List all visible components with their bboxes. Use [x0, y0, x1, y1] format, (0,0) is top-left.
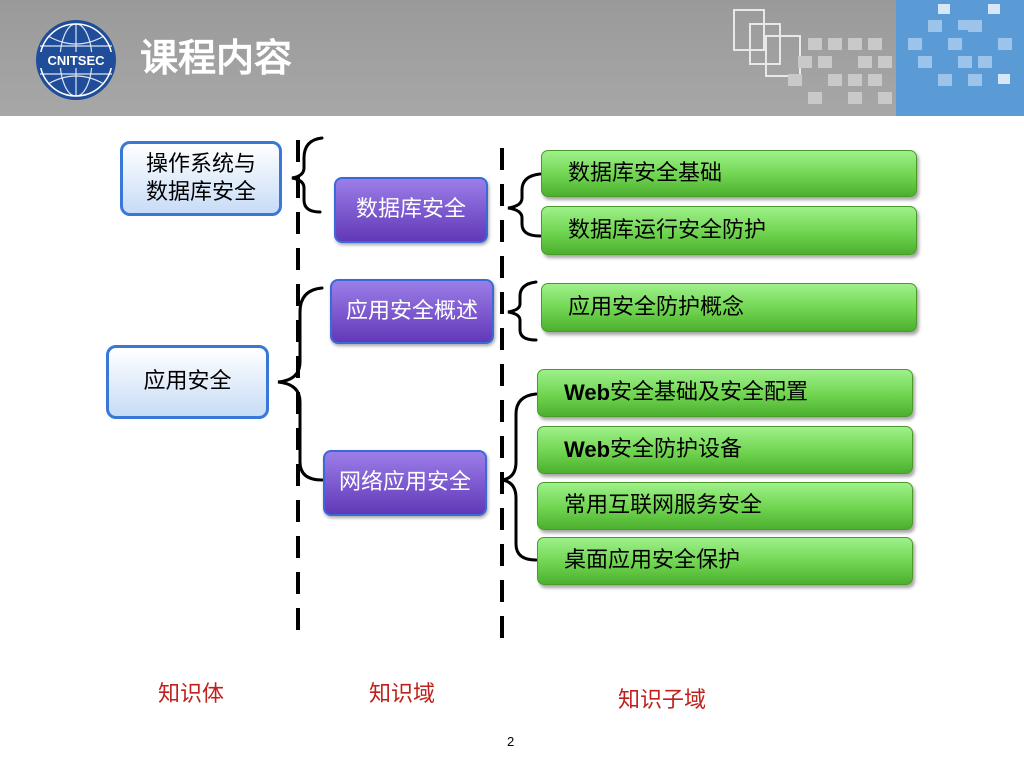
level1-line2: 数据库安全 — [145, 179, 256, 205]
level1-box-app-security[interactable]: 应用安全 — [106, 345, 269, 419]
slide-title: 课程内容 — [140, 36, 293, 80]
slide-header: CNITSEC 课程内容 — [0, 0, 1024, 116]
level3-box-internet-services[interactable]: 常用互联网服务安全 — [537, 482, 913, 530]
level3-box-desktop-app-protection[interactable]: 桌面应用安全保护 — [537, 537, 913, 585]
level3-label: 应用安全防护概念 — [568, 294, 745, 320]
logo-text: CNITSEC — [47, 53, 105, 68]
level2-label: 数据库安全 — [355, 197, 466, 222]
level1-label: 应用安全 — [143, 369, 232, 394]
level3-label: 安全防护设备 — [610, 437, 743, 462]
level2-box-db-security[interactable]: 数据库安全 — [334, 177, 488, 243]
level3-box-db-runtime-protection[interactable]: 数据库运行安全防护 — [541, 206, 917, 255]
level2-box-network-app-security[interactable]: 网络应用安全 — [323, 450, 487, 516]
level3-label: 数据库运行安全防护 — [568, 217, 767, 243]
page-number: 2 — [507, 734, 515, 749]
label-knowledge-domain: 知识域 — [369, 682, 436, 707]
level3-label: 桌面应用安全保护 — [564, 548, 741, 573]
cnitsec-logo-icon: CNITSEC — [36, 20, 116, 100]
level3-prefix: Web — [564, 380, 611, 405]
level3-label: 安全基础及安全配置 — [610, 380, 809, 405]
level2-label: 网络应用安全 — [338, 470, 471, 495]
level3-box-app-protection-concept[interactable]: 应用安全防护概念 — [541, 283, 917, 332]
level3-label: 数据库安全基础 — [568, 160, 723, 186]
level3-box-db-basics[interactable]: 数据库安全基础 — [541, 150, 917, 197]
level3-label: 常用互联网服务安全 — [564, 493, 763, 518]
label-knowledge-body: 知识体 — [158, 682, 225, 707]
level3-prefix: Web — [564, 437, 611, 462]
level1-line1: 操作系统与 — [145, 151, 256, 177]
decorative-squares-icon — [733, 4, 1012, 104]
level1-box-os-db-security[interactable]: 操作系统与 数据库安全 — [120, 141, 282, 216]
level2-box-app-overview[interactable]: 应用安全概述 — [330, 279, 494, 344]
level2-label: 应用安全概述 — [345, 298, 478, 324]
label-knowledge-subdomain: 知识子域 — [618, 688, 707, 713]
